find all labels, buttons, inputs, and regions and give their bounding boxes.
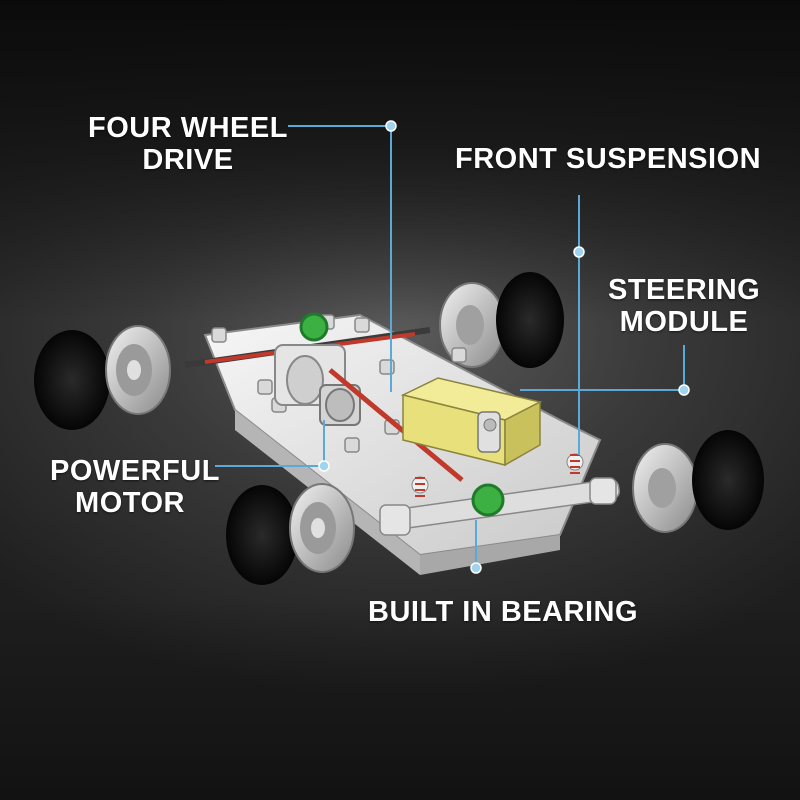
front-suspension-text: FRONT SUSPENSION: [455, 143, 762, 175]
front-axle-assembly: [379, 453, 620, 536]
built-in-bearing-label: BUILT IN BEARING: [368, 596, 638, 628]
front-suspension-label: FRONT SUSPENSION: [455, 143, 761, 175]
built-in-bearing-text: BUILT IN BEARING: [368, 596, 639, 628]
callout-dot-front-suspension: [573, 246, 585, 258]
four-wheel-drive-label: FOUR WHEEL DRIVE: [88, 112, 288, 176]
four-wheel-drive-line1: FOUR WHEEL: [88, 112, 288, 144]
callout-dot-steering-module: [678, 384, 690, 396]
four-wheel-drive-line2: DRIVE: [142, 144, 234, 176]
powerful-motor-line2: MOTOR: [75, 487, 185, 519]
rear-right-wheel: [439, 272, 564, 368]
callout-dot-four-wheel-drive: [385, 120, 397, 132]
front-right-wheel: [632, 430, 764, 533]
callout-dot-built-in-bearing: [470, 562, 482, 574]
drive-shaft: [328, 368, 464, 482]
steering-servo: [400, 377, 543, 467]
rear-left-wheel: [34, 325, 171, 430]
motor: [274, 344, 361, 426]
rear-gear: [299, 312, 329, 342]
steering-module-label: STEERING MODULE: [608, 274, 760, 338]
callout-dots: [318, 120, 690, 574]
steering-module-line1: STEERING: [608, 274, 761, 306]
callout-dot-powerful-motor: [318, 460, 330, 472]
steering-module-line2: MODULE: [619, 306, 749, 338]
powerful-motor-line1: POWERFUL: [50, 455, 220, 487]
powerful-motor-label: POWERFUL MOTOR: [50, 455, 220, 519]
front-left-wheel: [226, 483, 355, 585]
